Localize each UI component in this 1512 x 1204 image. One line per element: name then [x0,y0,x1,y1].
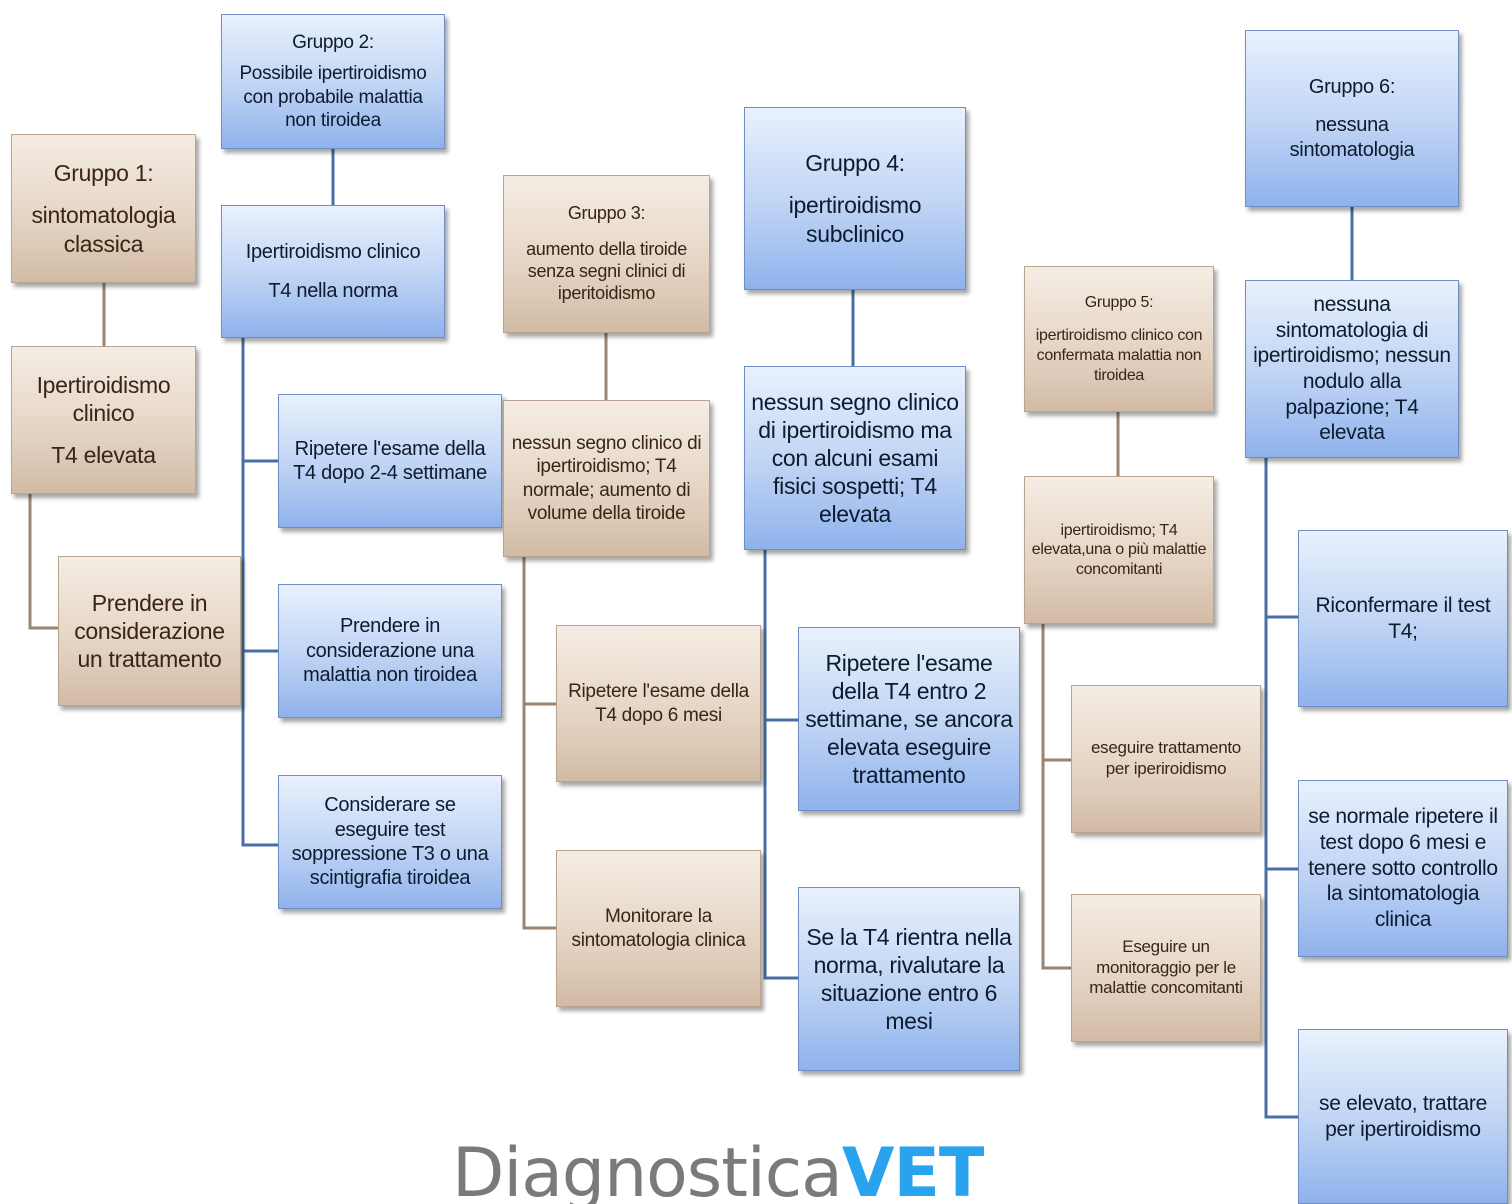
diagnosticavet-logo: DiagnosticaVET [452,1140,984,1204]
group6-action-3: se elevato, trattare per ipertiroidismo [1298,1029,1508,1204]
group5-header: Gruppo 5: ipertiroidismo clinico con con… [1024,266,1214,412]
group5-condition: ipertiroidismo; T4 elevata,una o più mal… [1024,476,1214,624]
group1-condition-line2: clinico [72,399,135,426]
group6-desc: nessuna sintomatologia [1289,114,1415,161]
group6-header: Gruppo 6: nessuna sintomatologia [1245,30,1459,207]
group2-desc: Possibile ipertiroidismo con probabile m… [239,63,427,131]
group3-condition-text: nessun segno clinico di ipertiroidismo; … [511,433,702,524]
connector-g4 [763,290,855,980]
group6-condition-text: nessuna sintomatologia di ipertiroidismo… [1253,293,1451,445]
group6-action-2-text: se normale ripetere il test dopo 6 mesi … [1308,805,1498,931]
group2-action-3-text: Considerare se eseguire test soppression… [291,794,489,890]
logo-part-diagnostica: Diagnostica [452,1140,843,1204]
group4-condition-text: nessun segno clinico di ipertiroidismo m… [751,388,959,528]
group4-action-1-text: Ripetere l'esame della T4 entro 2 settim… [805,649,1013,789]
group2-condition: Ipertiroidismo clinico T4 nella norma [221,205,445,338]
group6-action-2: se normale ripetere il test dopo 6 mesi … [1298,780,1508,957]
group3-action-1: Ripetere l'esame della T4 dopo 6 mesi [556,625,761,782]
group5-action-1: eseguire trattamento per iperiroidismo [1071,685,1261,833]
group4-action-2: Se la T4 rientra nella norma, rivalutare… [798,887,1020,1071]
group3-action-2-text: Monitorare la sintomatologia clinica [571,906,746,951]
group4-action-2-text: Se la T4 rientra nella norma, rivalutare… [806,923,1012,1035]
group6-title: Gruppo 6: [1308,75,1396,98]
group4-action-1: Ripetere l'esame della T4 entro 2 settim… [798,627,1020,811]
connector-g5 [1041,412,1120,970]
group1-header: Gruppo 1: sintomatologia classica [11,134,196,283]
connector-g2 [241,149,335,847]
group1-condition: Ipertiroidismo clinico T4 elevata [11,346,196,494]
group2-action-2-text: Prendere in considerazione una malattia … [303,615,477,687]
group1-condition-line3: T4 elevata [51,442,156,469]
group1-condition-line1: Ipertiroidismo [36,371,171,398]
group1-title: Gruppo 1: [53,160,154,187]
group2-condition-line2: T4 nella norma [268,279,398,302]
connector-g3 [522,333,608,930]
group2-action-3: Considerare se eseguire test soppression… [278,775,502,909]
group3-header: Gruppo 3: aumento della tiroide senza se… [503,175,710,333]
group5-action-2: Eseguire un monitoraggio per le malattie… [1071,894,1261,1042]
group5-action-1-text: eseguire trattamento per iperiroidismo [1091,738,1241,778]
group4-title: Gruppo 4: [805,150,905,177]
group3-title: Gruppo 3: [567,203,646,224]
group6-action-1-text: Riconfermare il test T4; [1315,593,1491,643]
group5-condition-text: ipertiroidismo; T4 elevata,una o più mal… [1031,521,1207,578]
group5-action-2-text: Eseguire un monitoraggio per le malattie… [1089,936,1243,998]
connector-g1 [28,283,106,630]
logo-part-vet: VET [841,1140,985,1204]
connector-g6 [1264,207,1354,1119]
group4-desc: ipertiroidismo subclinico [788,192,922,247]
group4-header: Gruppo 4: ipertiroidismo subclinico [744,107,966,290]
group2-condition-line1: Ipertiroidismo clinico [245,241,421,264]
group6-action-1: Riconfermare il test T4; [1298,530,1508,707]
group6-action-3-text: se elevato, trattare per ipertiroidismo [1319,1091,1487,1141]
group5-desc: ipertiroidismo clinico con confermata ma… [1035,327,1203,384]
group2-title: Gruppo 2: [292,32,374,54]
group1-desc-line1: sintomatologia [31,202,176,229]
group6-condition: nessuna sintomatologia di ipertiroidismo… [1245,280,1459,458]
group3-desc: aumento della tiroide senza segni clinic… [526,239,687,303]
group2-action-1-text: Ripetere l'esame della T4 dopo 2-4 setti… [293,437,487,484]
group3-condition: nessun segno clinico di ipertiroidismo; … [503,400,710,557]
group3-action-2: Monitorare la sintomatologia clinica [556,850,761,1007]
group2-header: Gruppo 2: Possibile ipertiroidismo con p… [221,14,445,149]
group1-action-text: Prendere in considerazione un trattament… [74,589,225,673]
group2-action-2: Prendere in considerazione una malattia … [278,584,502,718]
group4-condition: nessun segno clinico di ipertiroidismo m… [744,366,966,550]
group5-title: Gruppo 5: [1084,293,1154,311]
group3-action-1-text: Ripetere l'esame della T4 dopo 6 mesi [568,681,749,726]
group2-action-1: Ripetere l'esame della T4 dopo 2-4 setti… [278,394,502,528]
group1-desc-line2: classica [63,230,144,257]
group1-action: Prendere in considerazione un trattament… [58,556,241,706]
